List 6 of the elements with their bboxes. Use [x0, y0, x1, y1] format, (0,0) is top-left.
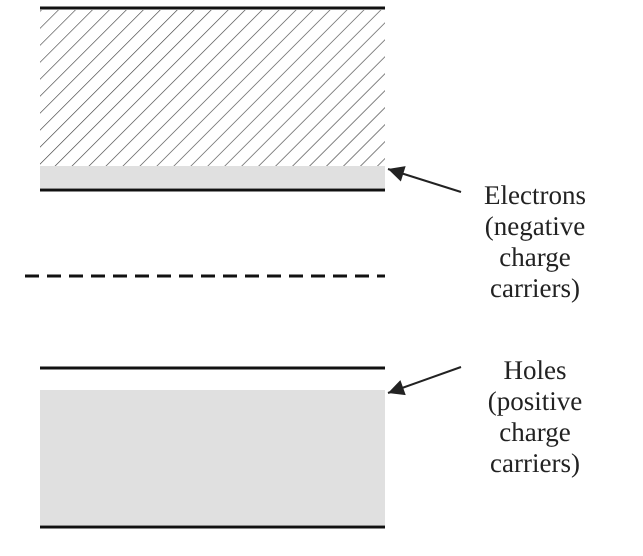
leader-arrow	[388, 166, 462, 193]
shaded-band	[40, 166, 385, 188]
leader-arrow	[388, 366, 462, 396]
callout-label: Holes (positive charge carriers)	[455, 355, 615, 479]
callout-label: Electrons (negative charge carriers)	[455, 180, 615, 304]
shaded-band	[40, 390, 385, 525]
